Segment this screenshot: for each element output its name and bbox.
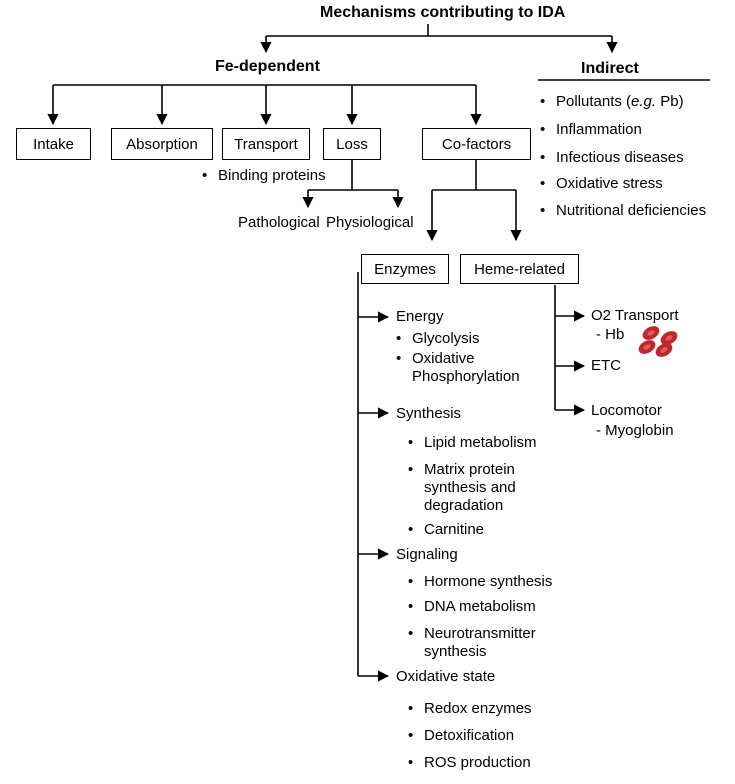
redox-enzymes-text: Redox enzymes [424,700,532,717]
signaling-item: •DNA metabolism [408,598,536,615]
indirect-item-text: Pollutants ( [556,93,632,110]
etc-label: ETC [591,357,621,374]
hormone-synthesis-text: Hormone synthesis [424,573,553,590]
carnitine-text: Carnitine [424,521,485,538]
red-blood-cell-center [665,335,673,341]
indirect-item-text: Infectious diseases [556,149,684,166]
synthesis-item: •Matrix protein synthesis and degradatio… [408,461,538,515]
indirect-item: • Oxidative stress [540,175,663,193]
indirect-item-text: Inflammation [556,121,642,138]
energy-label: Energy [396,308,444,325]
enzymes-box: Enzymes [361,254,449,284]
diagram-title: Mechanisms contributing to IDA [320,4,566,21]
bullet-dot: • [540,149,546,166]
indirect-item: • Pollutants (e.g. Pb) [540,93,684,111]
signaling-item: •Neurotransmitter synthesis [408,625,548,661]
o2-transport-sub: - Hb [596,326,625,343]
dna-metabolism-text: DNA metabolism [424,598,536,615]
red-blood-cell-center [660,347,668,353]
synthesis-label: Synthesis [396,405,462,422]
oxidative-state-label: Oxidative state [396,668,496,685]
indirect-item-text: Oxidative stress [556,175,663,192]
bullet-dot: • [540,93,546,110]
bullet-dot: • [540,202,546,219]
synthesis-item: •Carnitine [408,521,485,538]
neurotransmitter-text: Neurotransmitter synthesis [424,625,536,660]
physiological-label: Physiological [326,214,414,231]
binding-proteins-bullet: •Binding proteins [202,167,326,184]
intake-box: Intake [16,128,91,160]
lipid-metabolism-text: Lipid metabolism [424,434,537,451]
locomotor-sub: - Myoglobin [596,422,674,439]
indirect-item: • Infectious diseases [540,149,684,167]
matrix-protein-text: Matrix protein synthesis and degradation [424,461,516,514]
bullet-dot: • [540,121,546,138]
detoxification-text: Detoxification [424,727,515,744]
indirect-item: • Inflammation [540,121,642,139]
oxidative-item: •Redox enzymes [408,700,532,717]
signaling-item: •Hormone synthesis [408,573,553,590]
signaling-label: Signaling [396,546,458,563]
energy-item: •Oxidative Phosphorylation [396,350,536,386]
synthesis-item: •Lipid metabolism [408,434,537,451]
indirect-label: Indirect [581,60,639,77]
ros-production-text: ROS production [424,754,531,771]
indirect-item: • Nutritional deficiencies [540,202,706,220]
locomotor-label: Locomotor [591,402,662,419]
glycolysis-text: Glycolysis [412,330,480,347]
indirect-item-emphasis: e.g. [631,93,657,110]
red-blood-cells-icon [638,326,678,357]
transport-box: Transport [222,128,310,160]
bullet-dot: • [540,175,546,192]
indirect-item-text-tail: Pb) [656,93,684,110]
absorption-box: Absorption [111,128,213,160]
oxidative-phosphorylation-text: Oxidative Phosphorylation [412,350,520,385]
red-blood-cell-center [647,330,655,336]
oxidative-item: •Detoxification [408,727,515,744]
indirect-item-text: Nutritional deficiencies [556,202,707,219]
red-blood-cell-center [643,344,651,350]
binding-proteins-text: Binding proteins [218,167,326,184]
fe-dependent-label: Fe-dependent [215,58,320,75]
o2-transport-label: O2 Transport [591,307,679,324]
pathological-label: Pathological [238,214,320,231]
energy-item: •Glycolysis [396,330,480,347]
loss-box: Loss [323,128,381,160]
cofactors-box: Co-factors [422,128,531,160]
heme-related-box: Heme-related [460,254,579,284]
oxidative-item: •ROS production [408,754,531,771]
